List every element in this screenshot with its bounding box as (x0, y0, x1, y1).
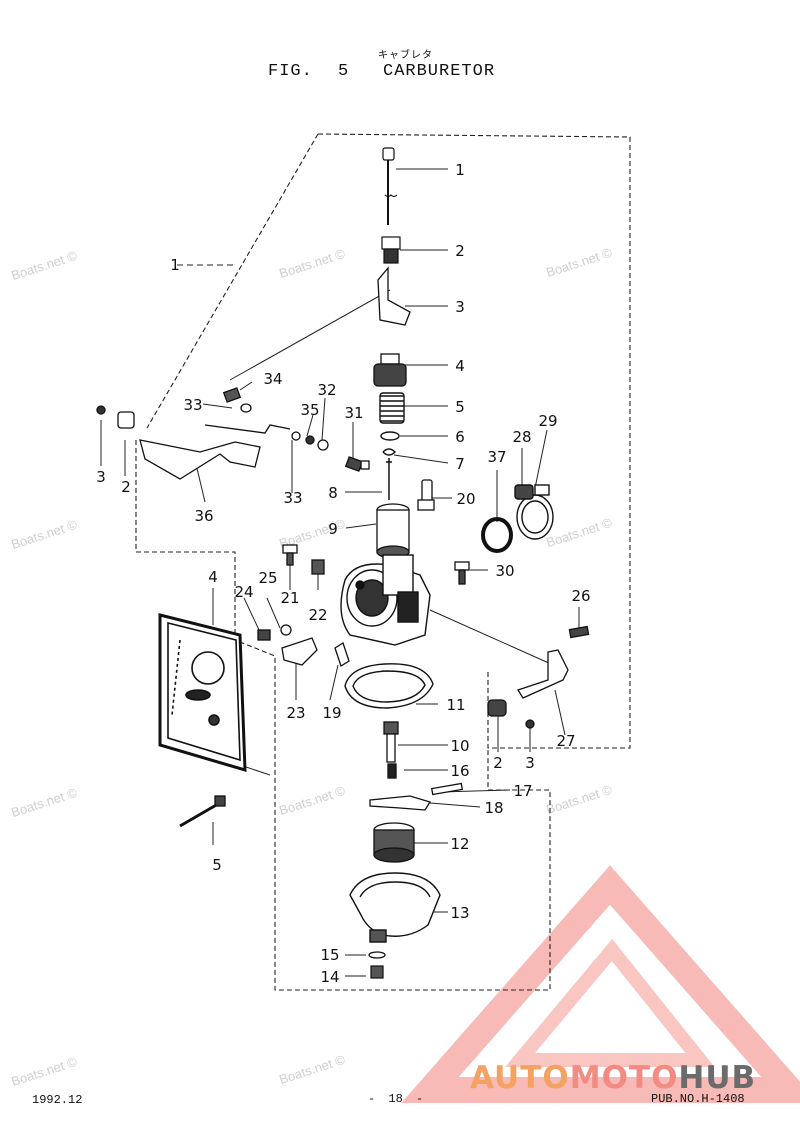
callout-13: 13 (450, 904, 469, 922)
logo-text-hub: HUB (678, 1060, 757, 1096)
callout-22: 22 (308, 606, 327, 624)
callout-30: 30 (495, 562, 514, 580)
callout-1b: 1 (170, 256, 180, 274)
throttle-valve (376, 503, 410, 559)
hose-clamp (514, 484, 554, 540)
callout-2: 2 (455, 242, 465, 260)
cable-fitting-1 (382, 147, 398, 225)
logo-text-moto: MOTO (569, 1060, 679, 1096)
callout-29: 29 (538, 412, 557, 430)
callout-33b: 33 (283, 489, 302, 507)
jet-needle (386, 458, 392, 500)
footer-publication-number: PUB.NO.H-1408 (651, 1092, 745, 1106)
callout-labels: 1 2 3 4 5 6 7 8 9 20 30 37 28 29 26 27 2… (96, 161, 590, 986)
logo-text-auto: AUTO (470, 1060, 570, 1096)
callout-25: 25 (258, 569, 277, 587)
callout-10: 10 (450, 737, 469, 755)
float-needle (387, 763, 397, 779)
screw-21 (282, 544, 298, 566)
carburetor-body (340, 554, 431, 646)
o-ring (481, 517, 513, 553)
link-small-parts (222, 387, 329, 451)
callout-20: 20 (456, 490, 475, 508)
drain-washer (368, 951, 386, 959)
callout-31: 31 (344, 404, 363, 422)
float-arm (369, 782, 464, 811)
drain-cap (334, 642, 350, 667)
callout-9: 9 (328, 520, 338, 538)
callout-11: 11 (446, 696, 465, 714)
diagram-title: CARBURETOR (383, 62, 496, 81)
footer-date: 1992.12 (32, 1093, 83, 1107)
callout-18: 18 (484, 799, 503, 817)
throttle-bracket (377, 266, 411, 326)
air-cleaner-bolt (179, 795, 226, 828)
callout-14: 14 (320, 968, 339, 986)
callout-4: 4 (455, 357, 465, 375)
float-bowl-gasket (344, 663, 434, 709)
fuel-inlet-fitting (417, 479, 435, 511)
callout-3: 3 (455, 298, 465, 316)
callout-3c: 3 (96, 468, 106, 486)
callout-24: 24 (234, 583, 253, 601)
assembly-boundary (135, 133, 631, 991)
callout-37: 37 (487, 448, 506, 466)
callout-34: 34 (263, 370, 282, 388)
callout-5: 5 (455, 398, 465, 416)
throttle-link-rod (96, 405, 291, 480)
throttle-shaft-lever (487, 625, 590, 729)
callout-2b: 2 (493, 754, 503, 772)
throttle-spring (379, 392, 405, 424)
cap-nut (381, 236, 401, 264)
callout-8: 8 (328, 484, 338, 502)
callout-2c: 2 (121, 478, 131, 496)
callout-19: 19 (322, 704, 341, 722)
air-cleaner-case (158, 613, 247, 773)
needle-clip (382, 448, 396, 456)
main-jet (383, 721, 399, 763)
callout-6: 6 (455, 428, 465, 446)
automotohub-logo: AUTOMOTOHUB (470, 1060, 756, 1096)
callout-36: 36 (194, 507, 213, 525)
footer-page-number: - 18 - (368, 1092, 424, 1106)
drain-screw (370, 965, 384, 979)
callout-23: 23 (286, 704, 305, 722)
float (373, 822, 415, 863)
washer (380, 431, 400, 441)
pilot-air-screw (454, 561, 470, 585)
callout-3b: 3 (525, 754, 535, 772)
callout-33: 33 (183, 396, 202, 414)
callout-16: 16 (450, 762, 469, 780)
throttle-stop-screw (344, 456, 370, 472)
callout-4b: 4 (208, 568, 218, 586)
float-bowl (349, 872, 441, 943)
callout-35: 35 (300, 401, 319, 419)
callout-15: 15 (320, 946, 339, 964)
katakana-subtitle: キャブレタ (378, 51, 433, 62)
callout-32: 32 (317, 381, 336, 399)
logo-triangle-mark (401, 865, 800, 1103)
mixing-chamber-top (373, 353, 407, 387)
choke-lever (257, 624, 318, 666)
callout-7: 7 (455, 455, 465, 473)
callout-27: 27 (556, 732, 575, 750)
callout-26: 26 (571, 587, 590, 605)
screw-22 (311, 559, 325, 575)
callout-12: 12 (450, 835, 469, 853)
callout-1: 1 (455, 161, 465, 179)
callout-21: 21 (280, 589, 299, 607)
figure-label: FIG. 5 (268, 62, 350, 81)
callout-5b: 5 (212, 856, 222, 874)
callout-28: 28 (512, 428, 531, 446)
callout-17: 17 (513, 782, 532, 800)
